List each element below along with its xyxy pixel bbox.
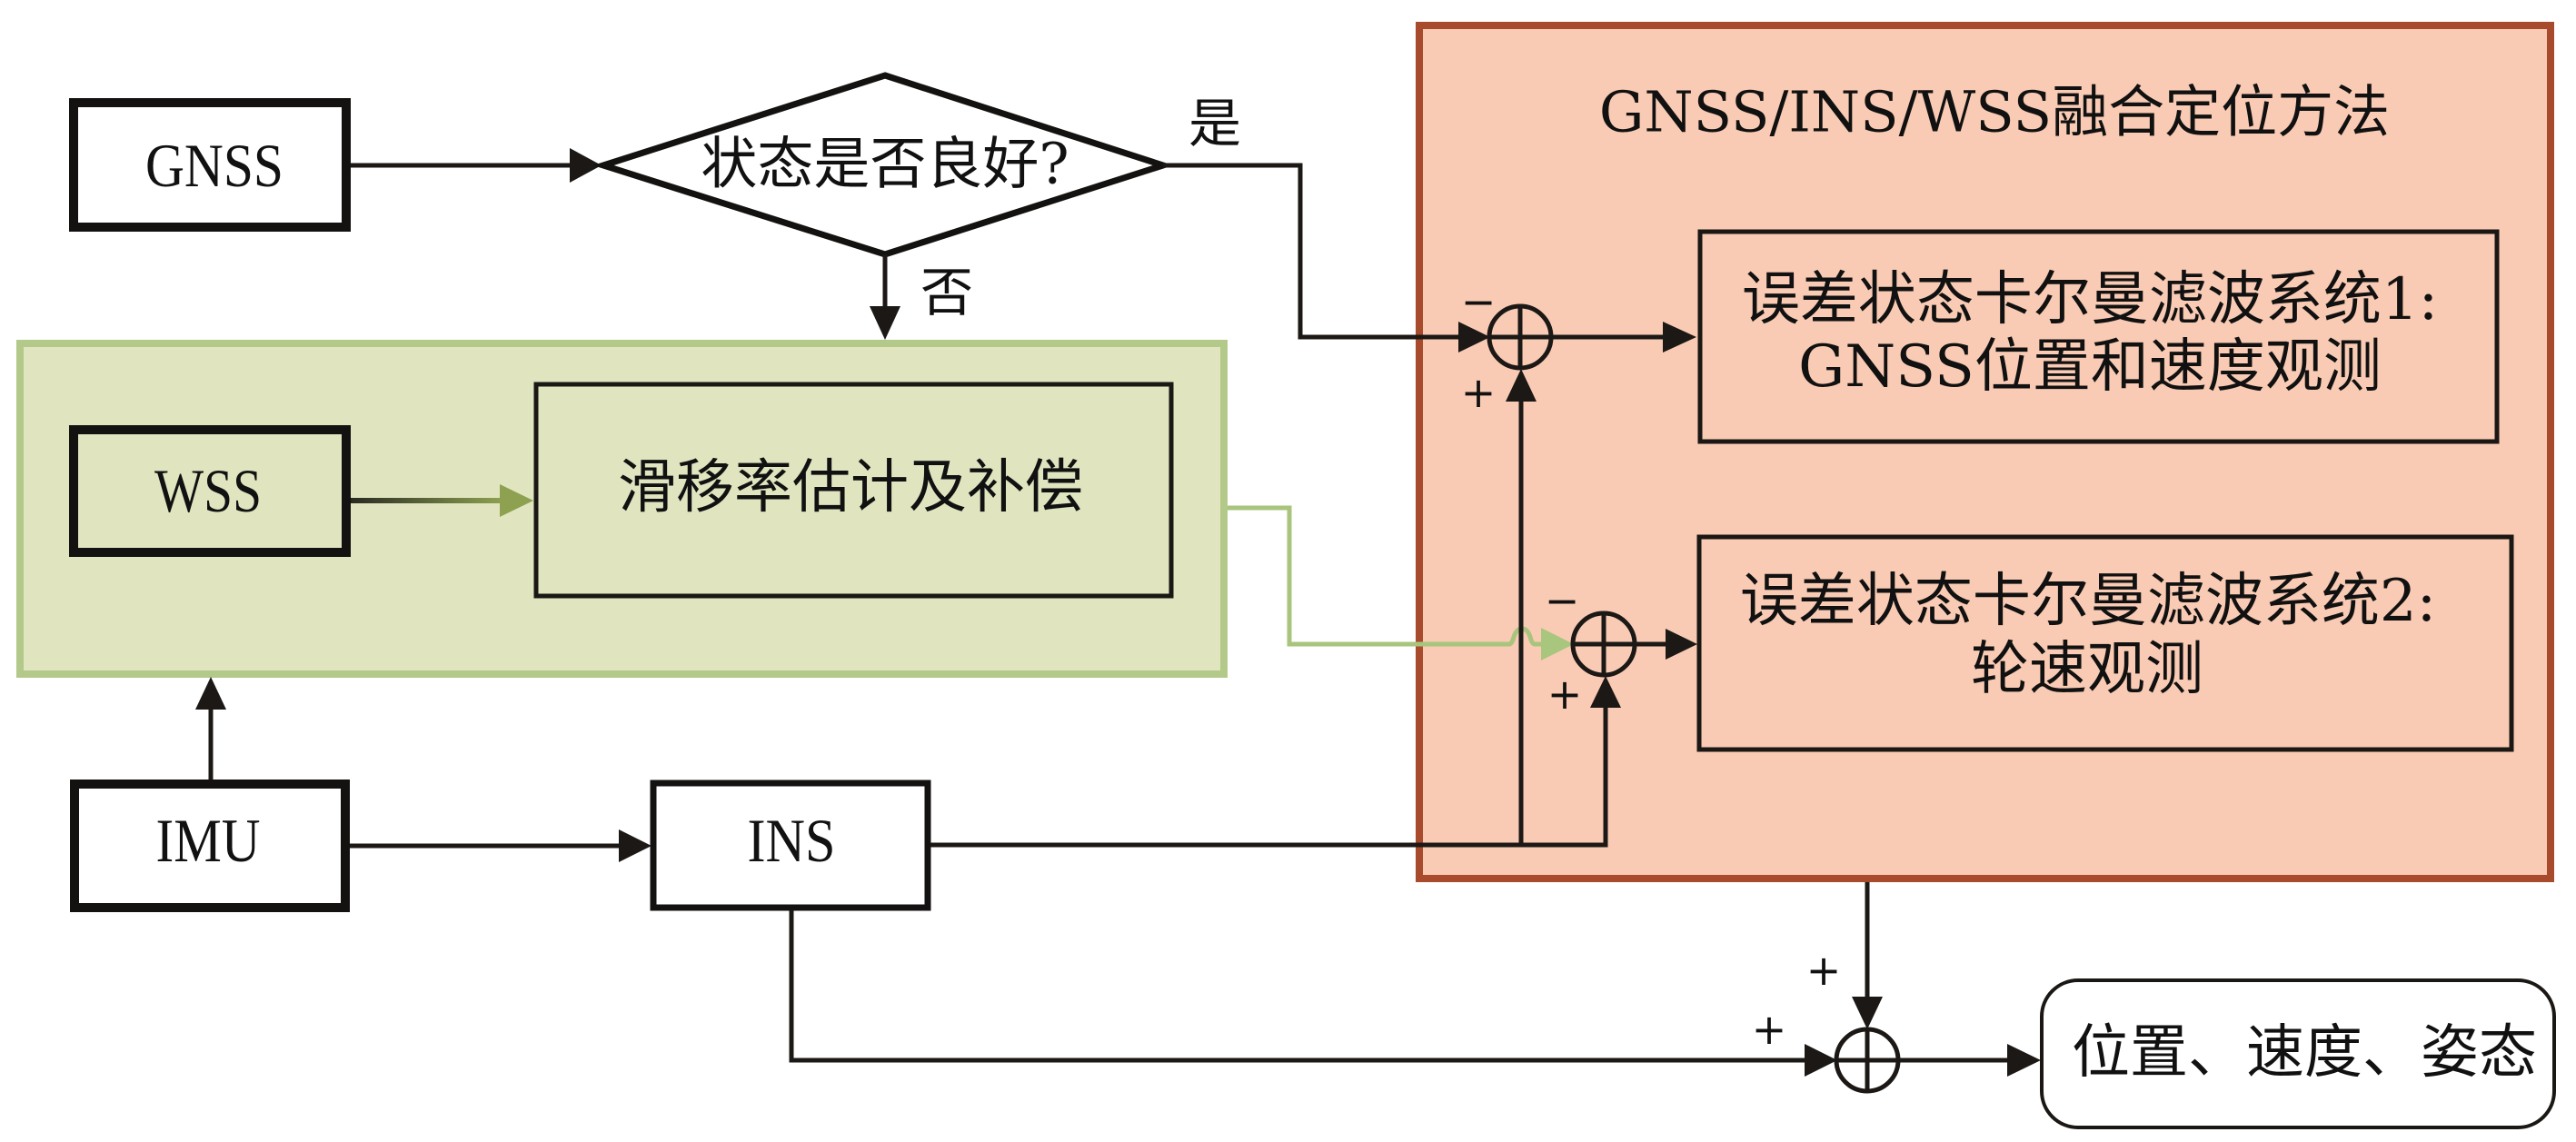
kalman-filter-2-line1: 误差状态卡尔曼滤波系统2: xyxy=(1740,568,2436,635)
gnss-to-decision-arrowhead xyxy=(570,148,602,183)
kalman-filter-1-line1: 误差状态卡尔曼滤波系统1: xyxy=(1742,266,2438,333)
imu-to-slip-group-arrowhead xyxy=(195,677,226,710)
imu-label: IMU xyxy=(156,806,261,875)
sum3-plus-sign-top: + xyxy=(1806,946,1842,995)
ins-to-sum3-line xyxy=(789,910,1806,1063)
decision-node: 状态是否良好? xyxy=(592,72,1174,258)
kalman-filter-1-line2: GNSS位置和速度观测 xyxy=(1798,333,2382,401)
kalman-filter-2-box xyxy=(1696,534,2514,752)
kalman-filter-2-block: 误差状态卡尔曼滤波系统2: 轮速观测 xyxy=(1696,534,2514,752)
sum1-to-kf1-arrowhead xyxy=(1663,322,1696,353)
output-block: 位置、速度、姿态 xyxy=(2040,978,2556,1129)
ins-block: INS xyxy=(650,780,931,911)
slip-estimation-block: 滑移率估计及补偿 xyxy=(533,382,1174,599)
imu-block: IMU xyxy=(70,780,350,912)
imu-to-ins-arrowhead xyxy=(619,829,651,862)
slip-estimation-box xyxy=(533,382,1174,599)
kalman-filter-2-line2: 轮速观测 xyxy=(1971,636,2203,703)
ins-box xyxy=(650,780,931,911)
gnss-label: GNSS xyxy=(145,131,283,200)
sum2-to-kf2-arrowhead xyxy=(1666,629,1697,660)
yes-branch-line xyxy=(1163,163,1460,340)
ins-label: INS xyxy=(748,806,836,875)
yes-label: 是 xyxy=(1189,93,1241,154)
imu-box xyxy=(70,780,350,912)
sum-junction-2 xyxy=(1570,611,1637,678)
fusion-to-sum3-arrowhead xyxy=(1852,997,1883,1029)
ins-to-sum2-arrowhead xyxy=(1590,676,1621,708)
kalman-filter-1-block: 误差状态卡尔曼滤波系统1: GNSS位置和速度观测 xyxy=(1697,229,2500,444)
wss-label: WSS xyxy=(154,456,262,525)
sum2-plus-sign: + xyxy=(1547,670,1583,719)
sum3-to-output-arrowhead xyxy=(2007,1044,2041,1077)
output-label: 位置、速度、姿态 xyxy=(2072,1019,2537,1087)
slip-compensation-group-border xyxy=(16,340,1228,678)
slip-estimation-label: 滑移率估计及补偿 xyxy=(618,454,1083,521)
no-branch-arrowhead xyxy=(870,306,900,340)
decision-label: 状态是否良好? xyxy=(701,131,1069,197)
sum-junction-3 xyxy=(1834,1027,1901,1094)
sum2-minus-sign: − xyxy=(1545,576,1580,625)
fusion-method-title: GNSS/INS/WSS融合定位方法 xyxy=(1599,79,2390,145)
yes-branch-arrowhead xyxy=(1458,322,1490,353)
no-label: 否 xyxy=(920,262,973,323)
ins-to-sum2-line xyxy=(930,708,1608,848)
gnss-block: GNSS xyxy=(69,98,351,232)
wss-box xyxy=(69,425,351,557)
ins-to-sum1-arrowhead xyxy=(1506,369,1537,402)
wss-block: WSS xyxy=(69,425,351,557)
sum1-plus-sign: + xyxy=(1461,368,1497,417)
gnss-box xyxy=(69,98,351,232)
wss-to-slip-arrowhead xyxy=(500,484,533,517)
sum1-minus-sign: − xyxy=(1461,277,1497,326)
ins-to-sum3-arrowhead xyxy=(1805,1044,1837,1077)
wss-to-slip-line xyxy=(351,498,502,503)
sum-junction-1 xyxy=(1487,303,1554,371)
output-box xyxy=(2040,978,2556,1129)
fusion-method-container-border xyxy=(1416,22,2554,882)
kalman-filter-1-box xyxy=(1697,229,2500,444)
sum3-plus-sign-left: + xyxy=(1752,1005,1787,1054)
slip-to-sum2-arrowhead xyxy=(1541,628,1574,660)
